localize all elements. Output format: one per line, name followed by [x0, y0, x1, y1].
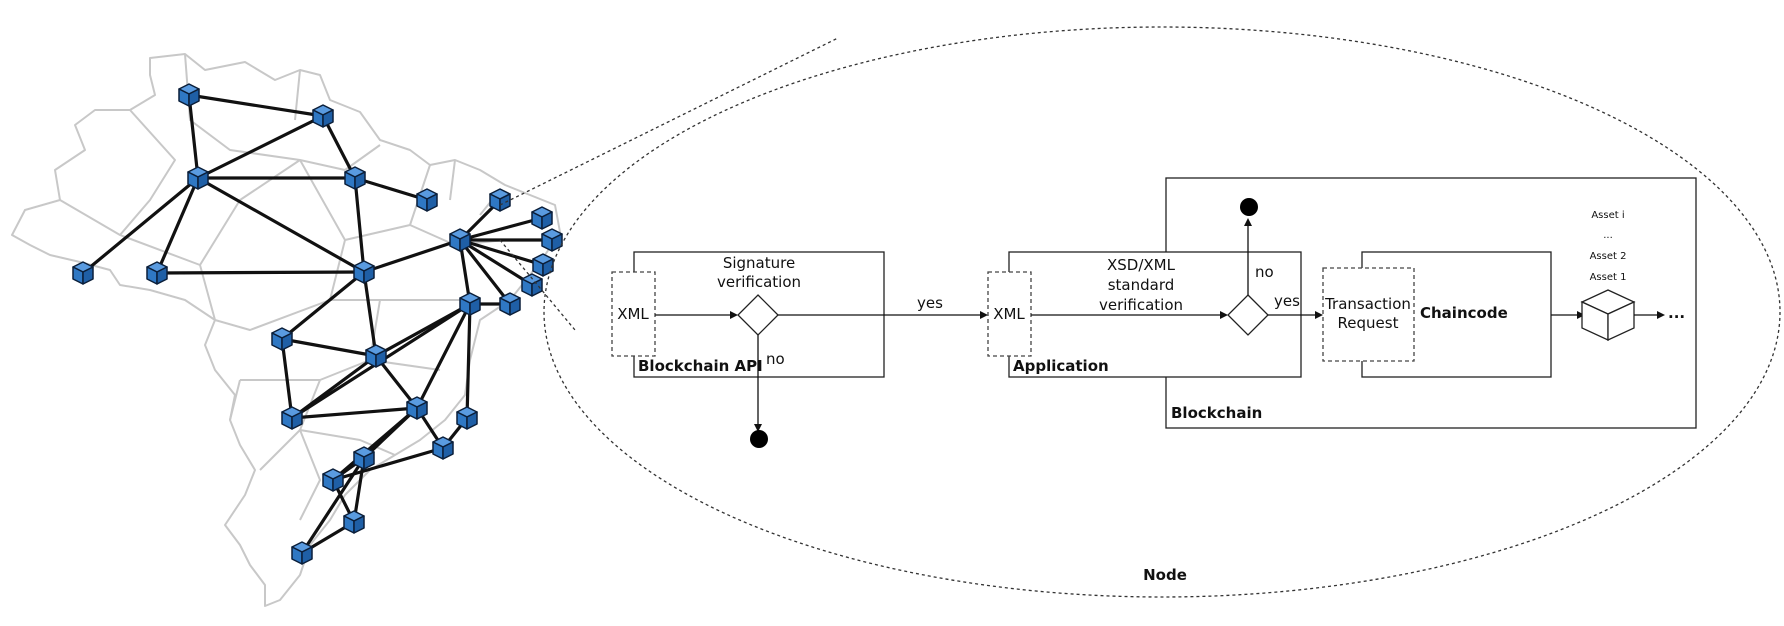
asset-2-label: Asset 2: [1590, 251, 1627, 262]
xsd-label-2: standard: [1108, 276, 1175, 294]
chaincode-label: Chaincode: [1420, 304, 1508, 322]
network-node-cube-icon: [322, 468, 344, 492]
network-node-cube-icon: [353, 446, 375, 470]
network-node-cube-icon: [432, 436, 454, 460]
end-state-1: [750, 430, 768, 448]
network-node-cube-icon: [353, 260, 375, 284]
signature-label-1: Signature: [723, 254, 795, 272]
network-node-cube-icon: [291, 541, 313, 565]
network-node-cube-icon: [146, 261, 168, 285]
map-state-borders: [59, 53, 506, 521]
arrowhead-5: [1244, 218, 1252, 226]
brazil-map: [11, 53, 561, 607]
node-ellipse: [543, 26, 1781, 598]
arrowhead-6: [1315, 311, 1323, 319]
network-node-cube-icon: [449, 228, 471, 252]
xml-label-2: XML: [993, 305, 1025, 323]
asset-i-label: Asset i: [1591, 210, 1624, 221]
network-edge: [362, 270, 378, 358]
network-edge: [362, 238, 462, 274]
network-node-cube-icon: [271, 327, 293, 351]
network-edge: [458, 238, 534, 287]
no-label-1: no: [766, 350, 785, 368]
network-node-cube-icon: [312, 104, 334, 128]
network-edge: [465, 302, 472, 420]
network-node-cube-icon: [178, 83, 200, 107]
xsd-decision: [1227, 294, 1269, 336]
asset-dots-label: ...: [1603, 230, 1613, 241]
network-edge: [415, 302, 472, 410]
network-edge: [280, 337, 378, 358]
network-edge: [155, 270, 366, 275]
network-edge: [290, 354, 378, 420]
network-edge: [353, 176, 429, 202]
arrowhead-7: [1577, 311, 1585, 319]
xml-input-box-1: [611, 271, 656, 357]
arrowhead-1: [730, 311, 738, 319]
network-node-cube-icon: [541, 228, 563, 252]
yes-label-1: yes: [917, 294, 943, 312]
network-edge: [187, 93, 200, 180]
node-callout: [499, 26, 1781, 598]
network-node-cube-icon: [72, 261, 94, 285]
blockchain-label: Blockchain: [1171, 404, 1262, 422]
application-label: Application: [1013, 357, 1109, 375]
network-node-cube-icon: [281, 406, 303, 430]
network-node-cube-icon: [187, 166, 209, 190]
network-node-cube-icon: [459, 292, 481, 316]
more-ellipsis: ...: [1668, 304, 1685, 322]
network-node-cube-icon: [416, 188, 438, 212]
network-edge: [353, 176, 366, 274]
network-node-cube-icon: [456, 406, 478, 430]
xsd-label-1: XSD/XML: [1107, 256, 1176, 274]
callout-line-top: [499, 37, 839, 206]
transaction-label-1: Transaction: [1324, 295, 1411, 313]
network-edge: [196, 114, 325, 180]
network-node-cube-icon: [406, 396, 428, 420]
network-edge: [196, 176, 366, 274]
yes-label-2: yes: [1274, 292, 1300, 310]
asset-cube-icon: [1580, 289, 1636, 342]
network-edge: [458, 238, 545, 267]
network-node-cube-icon: [521, 273, 543, 297]
asset-1-label: Asset 1: [1590, 272, 1627, 283]
network-node-cube-icon: [499, 292, 521, 316]
network-edge: [280, 337, 294, 420]
network-node-cube-icon: [344, 166, 366, 190]
network-node-cube-icon: [531, 206, 553, 230]
network-edge: [155, 176, 200, 275]
map-outline: [11, 53, 561, 607]
xml-label-1: XML: [617, 305, 649, 323]
network-edge: [458, 238, 512, 306]
signature-label-2: verification: [717, 273, 801, 291]
no-label-2: no: [1255, 263, 1274, 281]
network-edge: [187, 93, 325, 118]
network-edge: [331, 406, 419, 482]
network-nodes: [72, 83, 563, 565]
arrowhead-4: [1220, 311, 1228, 319]
network-edge: [321, 114, 357, 180]
transaction-label-2: Request: [1338, 314, 1399, 332]
network-edge: [290, 406, 419, 420]
network-node-cube-icon: [489, 188, 511, 212]
network-edge: [458, 216, 544, 242]
callout-line-bottom: [499, 239, 576, 331]
network-edge: [374, 354, 419, 410]
node-label: Node: [1143, 566, 1187, 584]
arrowhead-3: [754, 424, 762, 432]
network-node-cube-icon: [343, 510, 365, 534]
transaction-request-box: [1322, 267, 1415, 362]
xml-input-box-2: [987, 271, 1032, 357]
network-node-cube-icon: [365, 344, 387, 368]
network-edge: [300, 456, 366, 555]
network-edge: [280, 270, 366, 341]
arrowhead-2: [980, 311, 988, 319]
end-state-2: [1240, 198, 1258, 216]
xsd-label-3: verification: [1099, 296, 1183, 314]
blockchain-api-label: Blockchain API: [638, 357, 763, 375]
network-edge: [81, 176, 200, 275]
arrowhead-8: [1657, 311, 1665, 319]
